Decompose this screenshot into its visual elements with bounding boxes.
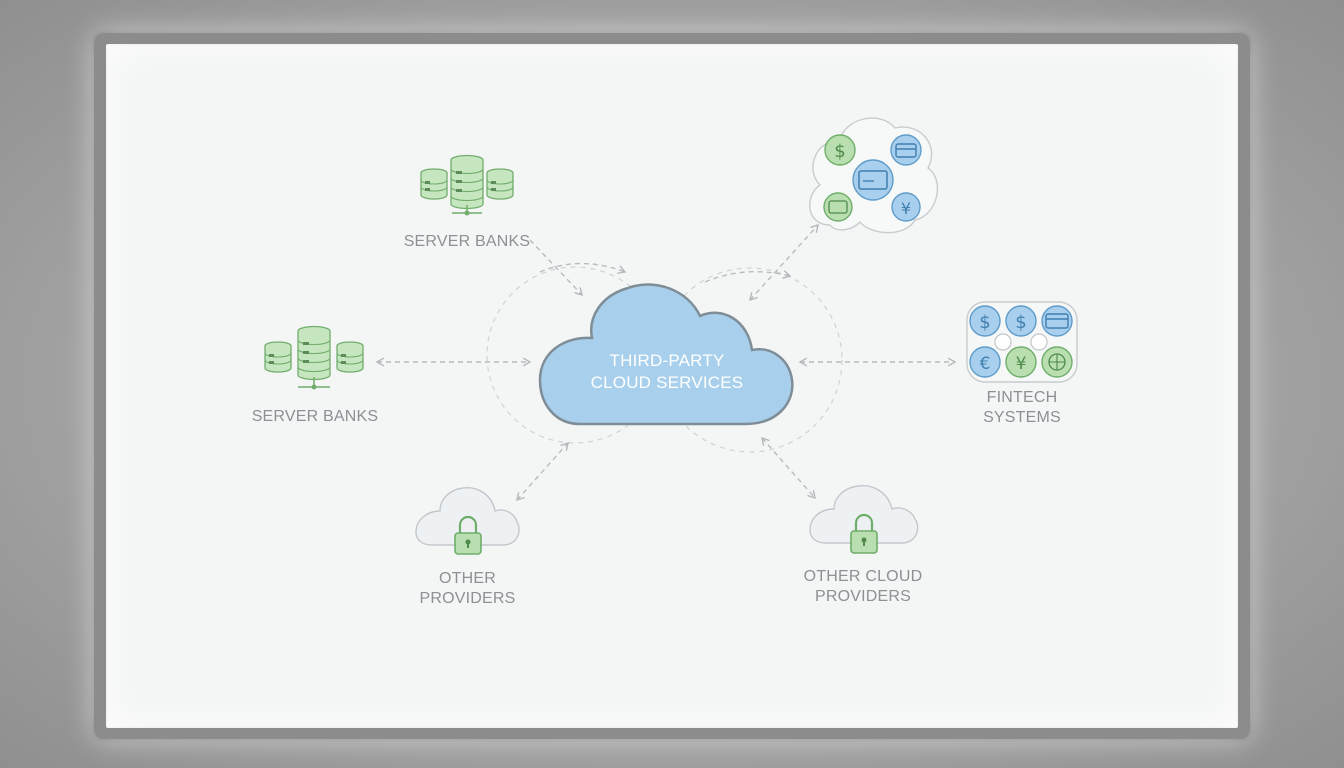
svg-text:¥: ¥ bbox=[901, 199, 911, 218]
other-cloud-providers-line1: OTHER CLOUD bbox=[803, 568, 923, 585]
fintech-systems-label: FINTECH SYSTEMS bbox=[962, 388, 1082, 428]
fintech-systems-icon: $ $ € ¥ bbox=[966, 301, 1078, 383]
center-label-line2: CLOUD SERVICES bbox=[590, 373, 744, 392]
svg-text:$: $ bbox=[979, 312, 990, 333]
cloud-icon bbox=[538, 283, 794, 426]
server-banks-top-icon bbox=[420, 154, 514, 216]
third-party-cloud-services-label: THIRD-PARTY CLOUD SERVICES bbox=[560, 350, 774, 394]
fintech-line1: FINTECH bbox=[986, 389, 1058, 406]
server-banks-left-text: SERVER BANKS bbox=[251, 408, 379, 425]
svg-text:$: $ bbox=[834, 141, 845, 162]
server-banks-left-label: SERVER BANKS bbox=[235, 407, 395, 427]
other-cloud-providers-lock-cloud-icon bbox=[809, 485, 919, 554]
other-providers-lock-cloud-icon bbox=[415, 487, 520, 555]
other-providers-line1: OTHER bbox=[439, 570, 496, 587]
center-label-line1: THIRD-PARTY bbox=[609, 351, 725, 370]
server-banks-top-label: SERVER BANKS bbox=[387, 232, 547, 252]
server-banks-left-icon bbox=[264, 325, 364, 390]
server-banks-top-text: SERVER BANKS bbox=[403, 233, 531, 250]
other-providers-label: OTHER PROVIDERS bbox=[395, 569, 540, 609]
svg-text:€: € bbox=[980, 354, 991, 374]
fintech-line2: SYSTEMS bbox=[983, 409, 1061, 426]
svg-text:$: $ bbox=[1015, 312, 1026, 333]
fintech-cloud-cluster-icon: $ ¥ bbox=[809, 117, 938, 234]
other-cloud-providers-label: OTHER CLOUD PROVIDERS bbox=[783, 567, 943, 607]
svg-text:¥: ¥ bbox=[1016, 354, 1027, 374]
connection-arrows bbox=[375, 223, 957, 502]
other-cloud-providers-line2: PROVIDERS bbox=[814, 588, 912, 605]
other-providers-line2: PROVIDERS bbox=[419, 590, 516, 607]
